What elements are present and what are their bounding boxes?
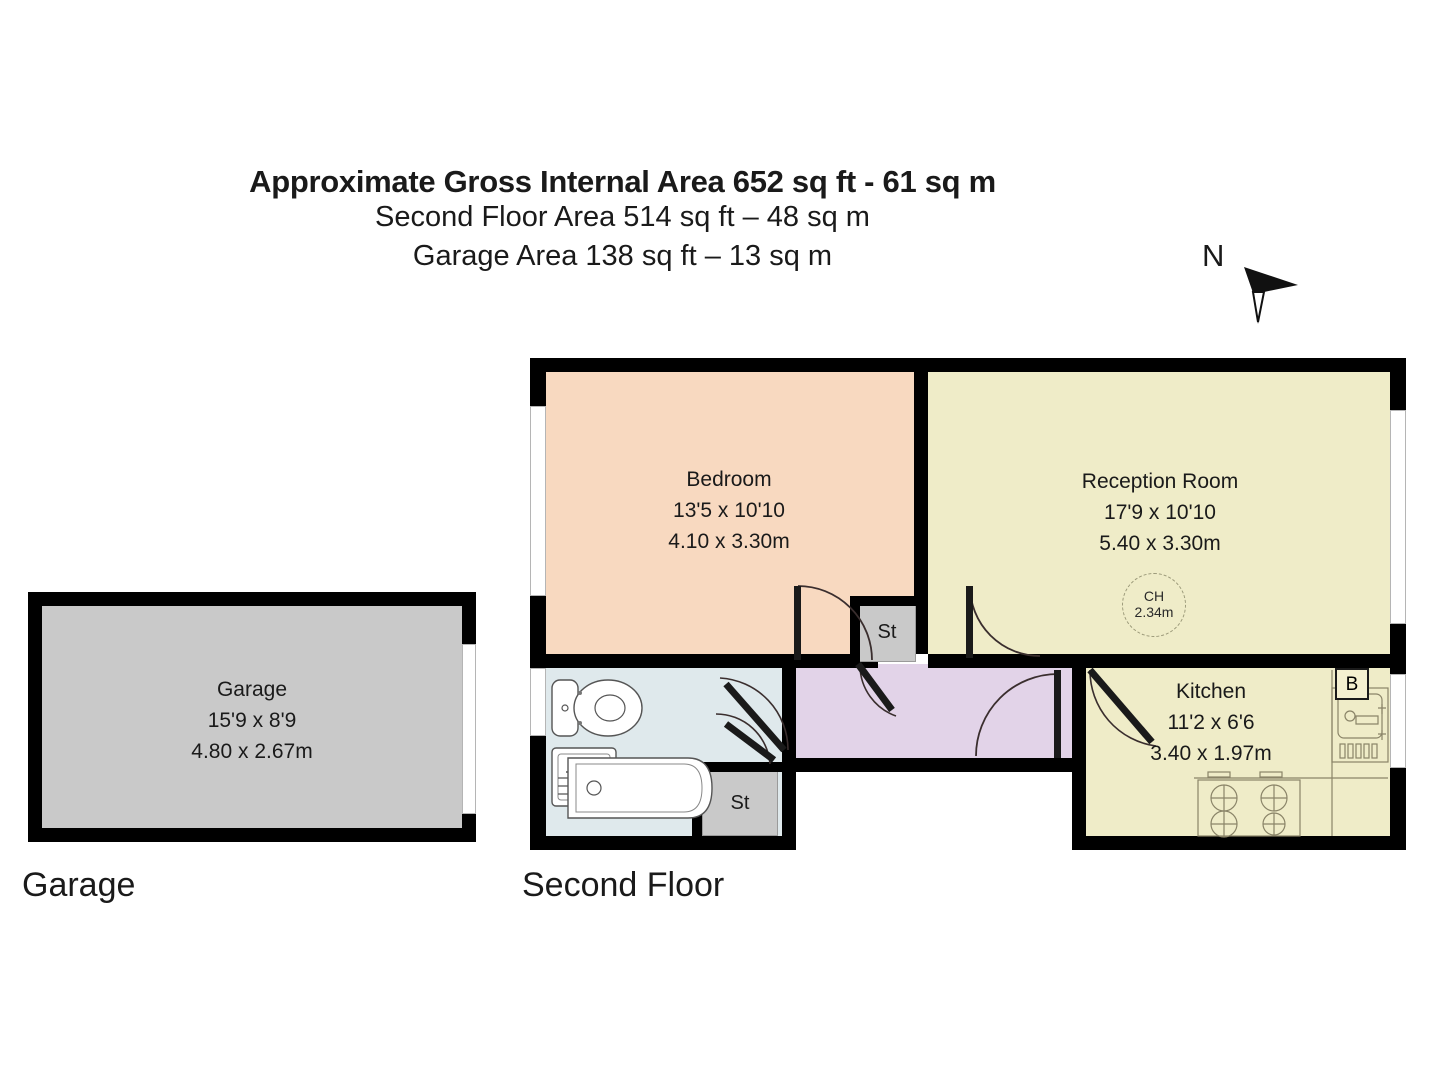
garage-door-opening [462,644,476,814]
exterior-wall-right-lower [1390,768,1406,850]
garage-wall-right-upper [462,592,476,644]
storage-lower-wall-top [692,762,786,772]
bedroom-room-label: Bedroom 13'5 x 10'10 4.10 x 3.30m [544,464,914,557]
exterior-wall-left-top [530,358,546,406]
garage-wall-top [28,592,476,606]
compass-rose: N [1196,238,1306,332]
storage-cupboard-upper: St [858,602,916,662]
boiler-label: B [1345,673,1359,695]
exterior-wall-bottom-left [530,836,796,850]
exterior-wall-right-mid [1390,624,1406,674]
exterior-wall-left-lower [530,736,546,850]
hallway-room-fill [782,664,1086,758]
kitchen-dim-imperial: 11'2 x 6'6 [1167,711,1255,735]
page-title: Approximate Gross Internal Area 652 sq f… [249,164,996,199]
kitchen-window-right [1390,674,1406,768]
area-summary-header: Approximate Gross Internal Area 652 sq f… [0,165,1245,275]
storage-cupboard-lower: St [702,770,778,836]
exterior-wall-right-top [1390,358,1406,410]
bedroom-room-name: Bedroom [686,468,772,491]
ceiling-height-label: CH [1143,588,1165,605]
storage-lower-label: St [730,791,750,814]
reception-dim-metric: 5.40 x 3.30m [1099,532,1221,556]
reception-room-label: Reception Room 17'9 x 10'10 5.40 x 3.30m [928,466,1392,559]
exterior-wall-left-mid [530,596,546,668]
kitchen-dim-metric: 3.40 x 1.97m [1150,742,1272,766]
garage-plan-caption: Garage [22,866,136,904]
boiler-badge: B [1335,668,1369,700]
ceiling-height-badge: CH 2.34m [1122,573,1186,637]
reception-dim-imperial: 17'9 x 10'10 [1104,501,1216,525]
second-floor-plan-caption: Second Floor [522,866,725,904]
storage-upper-label: St [877,620,897,643]
bedroom-dim-imperial: 13'5 x 10'10 [673,499,785,523]
garage-dim-metric: 4.80 x 2.67m [191,740,313,764]
interior-wall-bedroom-bottom [544,654,796,668]
second-floor-plan: St St [530,358,1406,850]
storage-upper-wall-top [850,596,920,606]
bedroom-dim-metric: 4.10 x 3.30m [668,530,790,554]
garage-area-line: Garage Area 138 sq ft – 13 sq m [412,239,833,272]
exterior-wall-step-vertical [782,758,796,850]
bathroom-window-left [530,668,546,736]
second-floor-area-line: Second Floor Area 514 sq ft – 48 sq m [375,201,870,234]
garage-room-label: Garage 15'9 x 8'9 4.80 x 2.67m [28,674,476,767]
garage-dim-imperial: 15'9 x 8'9 [207,709,297,733]
kitchen-room-label: Kitchen 11'2 x 6'6 3.40 x 1.97m [1086,676,1336,769]
interior-wall-hallway-top-right [928,654,1392,668]
garage-room-name: Garage [216,678,288,701]
garage-room-fill [36,600,468,834]
garage-wall-left [28,592,42,842]
reception-room-name: Reception Room [1081,470,1239,493]
garage-wall-right-lower [462,814,476,842]
exterior-wall-step-vertical-right [1072,758,1086,850]
interior-wall-bedroom-reception [914,358,928,654]
interior-wall-kitchen-left [1072,664,1086,764]
bedroom-window-left [530,406,546,596]
exterior-wall-bottom-mid [782,758,1086,772]
storage-lower-wall-left [692,762,702,842]
garage-floor-plan: Garage 15'9 x 8'9 4.80 x 2.67m [28,592,476,842]
exterior-wall-top [530,358,1406,372]
exterior-wall-bottom-right [1072,836,1406,850]
ceiling-height-value: 2.34m [1134,604,1174,620]
compass-north-label: N [1202,238,1225,273]
garage-wall-bottom [28,828,476,842]
kitchen-room-name: Kitchen [1175,680,1247,703]
north-arrow-icon [1244,267,1298,324]
storage-upper-wall-left [850,596,860,666]
interior-wall-bathroom-right [782,664,796,764]
reception-window-right [1390,410,1406,624]
